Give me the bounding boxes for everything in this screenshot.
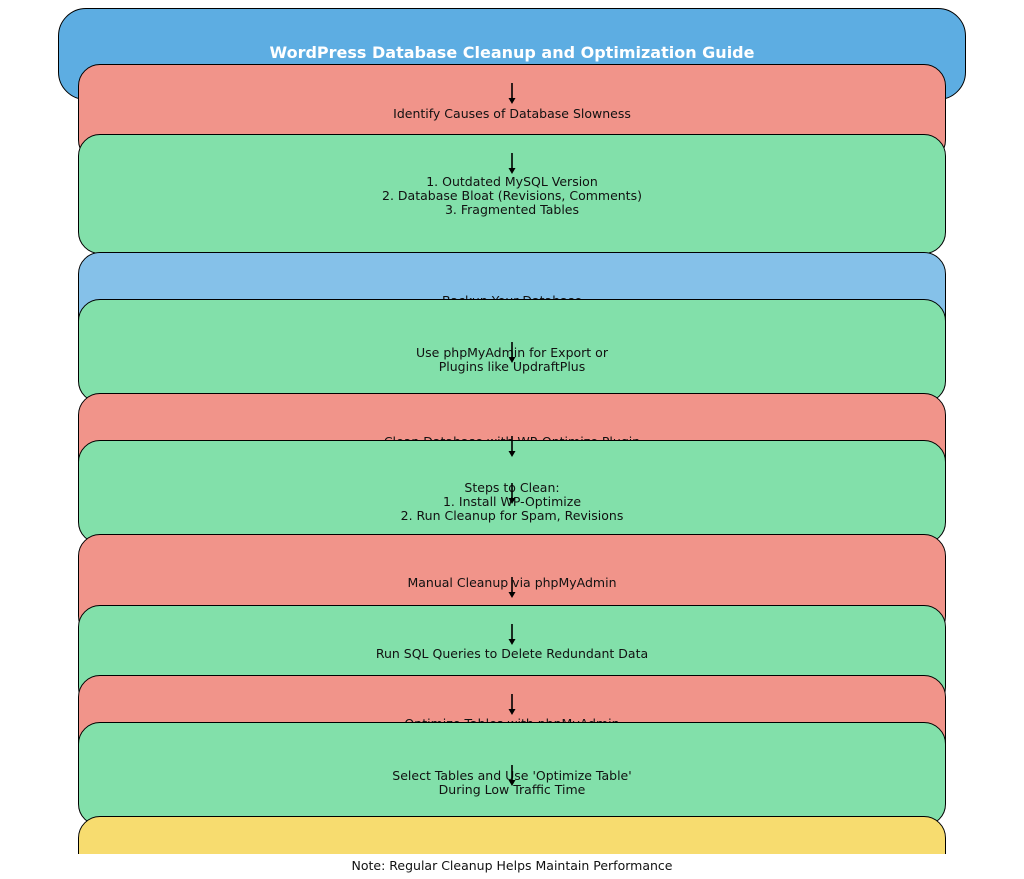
detail-optimize-method: Select Tables and Use 'Optimize Table' D… (78, 722, 946, 826)
arrow-6 (508, 577, 516, 598)
step-identify-causes-label: Identify Causes of Database Slowness (393, 106, 631, 121)
arrow-5 (508, 483, 516, 504)
detail-causes-label: 1. Outdated MySQL Version 2. Database Bl… (382, 174, 642, 217)
detail-clean-steps-label: Steps to Clean: 1. Install WP-Optimize 2… (400, 480, 624, 523)
detail-backup-method-label: Use phpMyAdmin for Export or Plugins lik… (416, 345, 608, 374)
note-text: Note: Regular Cleanup Helps Maintain Per… (351, 858, 673, 873)
arrow-7 (508, 624, 516, 645)
detail-sql-queries-label: Run SQL Queries to Delete Redundant Data (375, 646, 649, 661)
arrow-1 (508, 83, 516, 104)
arrow-3 (508, 342, 516, 363)
step-manual-cleanup-label: Manual Cleanup via phpMyAdmin (407, 575, 617, 590)
arrow-2 (508, 153, 516, 174)
detail-causes: 1. Outdated MySQL Version 2. Database Bl… (78, 134, 946, 254)
flowchart: WordPress Database Cleanup and Optimizat… (58, 8, 966, 854)
diagram-title: WordPress Database Cleanup and Optimizat… (269, 43, 755, 62)
note-box (78, 816, 946, 854)
arrow-9 (508, 765, 516, 786)
detail-optimize-method-label: Select Tables and Use 'Optimize Table' D… (392, 768, 632, 797)
arrow-4 (508, 436, 516, 457)
arrow-8 (508, 694, 516, 715)
